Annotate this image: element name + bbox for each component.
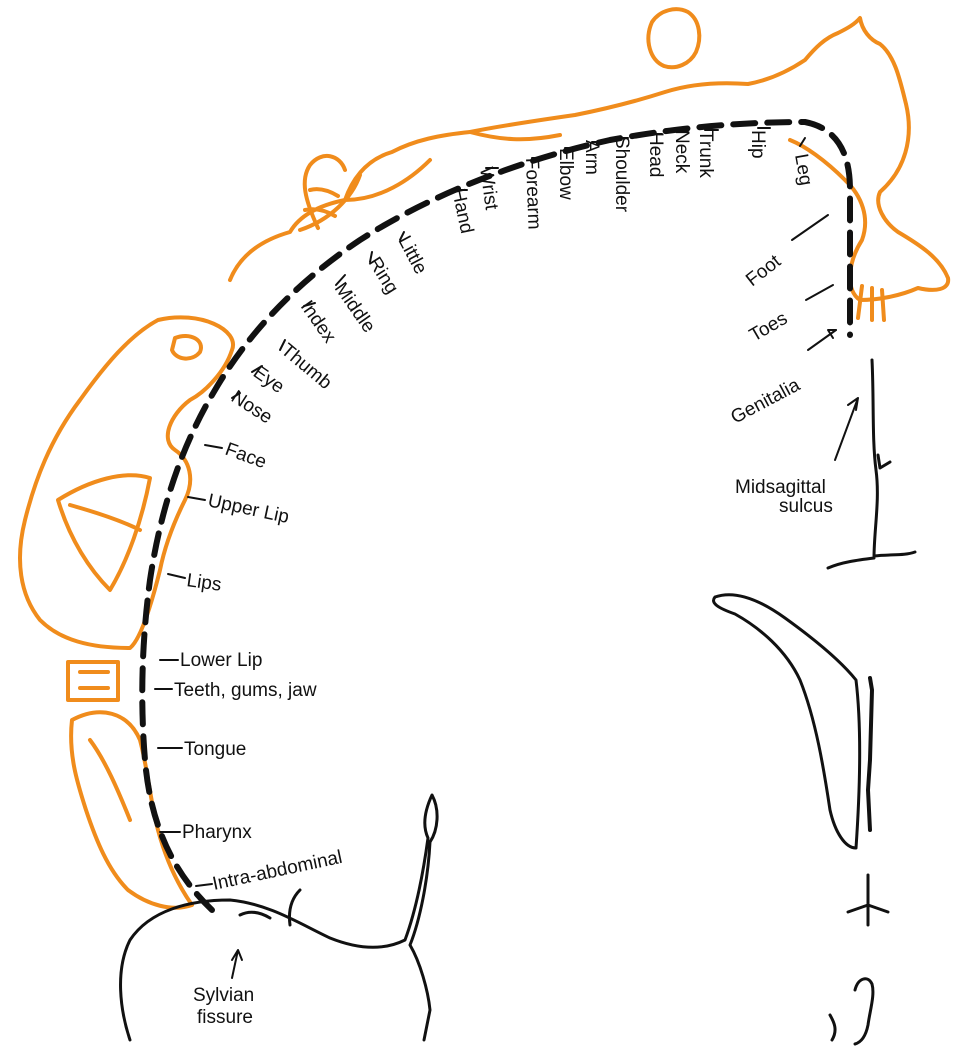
midsagittal-sulcus-line (828, 360, 915, 568)
label-sylvian: Sylvian (193, 985, 254, 1006)
homunculus-head (648, 9, 699, 67)
homunculus-lips (58, 475, 150, 590)
label-upper-lip: Upper Lip (206, 490, 291, 528)
label-ring: Ring (364, 254, 403, 298)
homunculus-teeth (68, 662, 118, 700)
label-hip: Hip (747, 130, 768, 159)
homunculus-toes (858, 286, 884, 320)
homunculus-face (20, 317, 233, 648)
label-arm: Arm (581, 140, 602, 175)
label-fissure: fissure (197, 1007, 253, 1028)
label-nose: Nose (227, 387, 276, 429)
labels: Leg Hip Trunk Neck Head Shoulder Arm Elb… (174, 130, 833, 1028)
label-toes: Toes (746, 308, 791, 346)
label-lips: Lips (185, 570, 222, 596)
label-middle: Middle (330, 279, 379, 337)
sylvian-pointer (232, 950, 242, 978)
label-shoulder: Shoulder (611, 136, 632, 213)
label-eye: Eye (249, 362, 288, 398)
midsagittal-pointer (835, 398, 858, 460)
midline-segment-upper (868, 678, 872, 830)
label-tongue: Tongue (184, 739, 246, 760)
homunculus-tongue (71, 712, 192, 907)
label-sulcus: sulcus (779, 496, 833, 517)
label-teeth-gums-jaw: Teeth, gums, jaw (174, 680, 317, 701)
label-intra-abdominal: Intra-abdominal (211, 847, 345, 895)
label-elbow: Elbow (555, 148, 576, 200)
midline-segment-lower (848, 875, 888, 925)
label-trunk: Trunk (695, 130, 716, 178)
label-forearm: Forearm (521, 157, 544, 229)
label-thumb: Thumb (277, 340, 336, 394)
label-genitalia: Genitalia (727, 374, 803, 428)
midline-segment-bottom (830, 979, 873, 1044)
label-hand: Hand (447, 187, 477, 236)
label-wrist: Wrist (475, 166, 502, 212)
label-face: Face (222, 439, 269, 473)
homunculus-arm (300, 132, 560, 230)
homunculus-figure (20, 9, 948, 907)
label-pharynx: Pharynx (182, 822, 252, 843)
label-midsagittal: Midsagittal (735, 477, 826, 498)
label-lower-lip: Lower Lip (180, 650, 262, 671)
label-neck: Neck (671, 130, 692, 174)
label-head: Head (645, 132, 666, 177)
homunculus-eye (172, 336, 201, 359)
label-index: Index (296, 297, 340, 348)
label-leg: Leg (790, 152, 816, 187)
label-foot: Foot (742, 251, 785, 291)
label-little: Little (394, 232, 431, 277)
lateral-ventricle (714, 595, 860, 848)
